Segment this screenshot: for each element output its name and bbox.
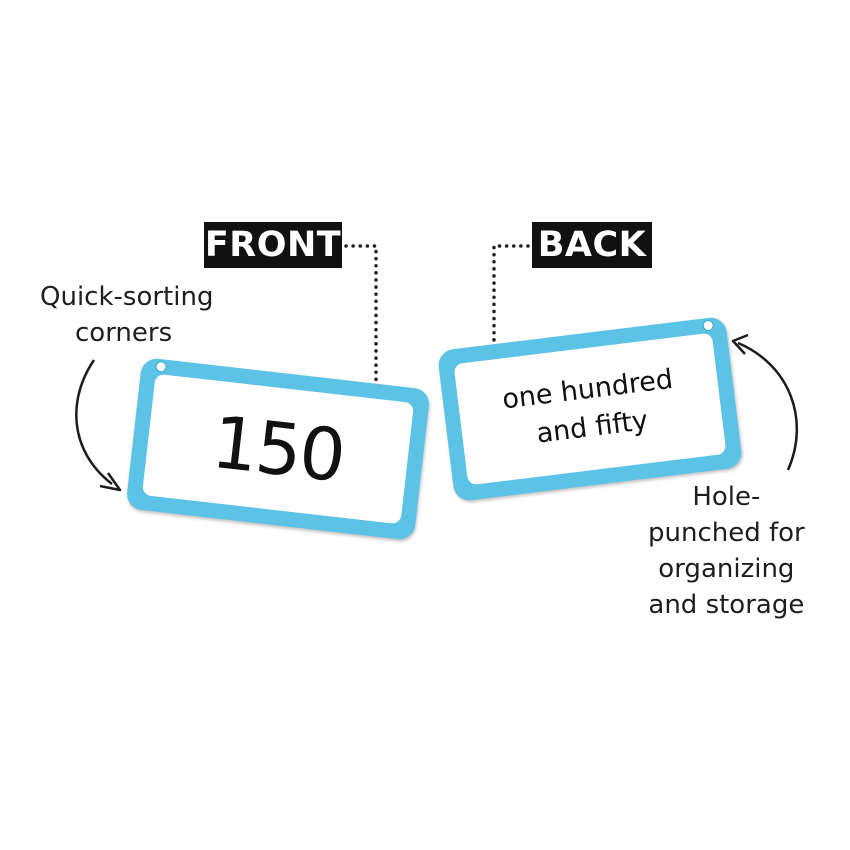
back-card-words: one hundred and fifty <box>500 361 680 457</box>
caption-line: punched for <box>648 518 805 548</box>
hole-arrow-head <box>731 333 749 355</box>
caption-line: corners <box>75 318 173 348</box>
back-leader-line <box>492 244 530 347</box>
caption-line: Hole- <box>692 482 761 512</box>
caption-line: and storage <box>648 590 805 620</box>
caption-line: organizing <box>658 554 795 584</box>
hole-arrow-curve <box>737 341 799 471</box>
back-label: BACK <box>532 222 652 268</box>
quick-sorting-caption: Quick-sorting corners <box>40 279 213 351</box>
punch-hole <box>154 360 168 373</box>
sorting-arrow-curve <box>75 359 113 485</box>
back-card-face: one hundred and fifty <box>453 332 727 486</box>
front-card-face: 150 <box>141 373 415 525</box>
front-label: FRONT <box>204 222 342 268</box>
caption-line: Quick-sorting <box>40 282 214 312</box>
punch-hole <box>702 319 715 332</box>
front-card: 150 <box>125 357 431 541</box>
front-leader-line <box>344 244 378 394</box>
hole-punched-caption: Hole- punched for organizing and storage <box>648 479 805 623</box>
sorting-arrow-head <box>99 472 122 492</box>
front-card-number: 150 <box>207 399 349 499</box>
